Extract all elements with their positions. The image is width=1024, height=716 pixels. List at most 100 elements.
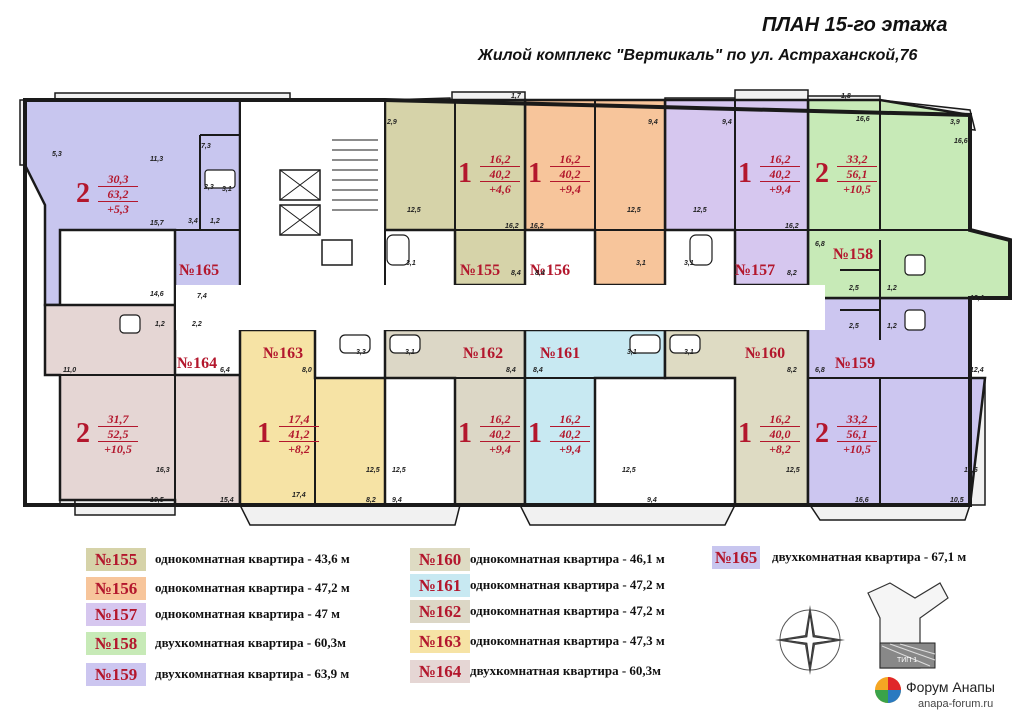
area-value: +9,4 [559,182,581,196]
apartment-label-156: №156 [530,262,571,279]
area-value: 40,2 [760,167,800,182]
exterior-wall [23,98,1012,507]
area-value: +9,4 [489,442,511,456]
rooms-count: 1 [458,418,472,449]
room-area-label: 17,4 [292,492,306,499]
area-value: +10,5 [843,442,871,456]
minimap-label: ТИП 1 [897,657,918,664]
area-value: 40,2 [480,427,520,442]
legend-swatch: №161 [410,574,470,597]
room-area-label: 9,4 [647,497,657,504]
room-area-label: 8,2 [366,497,376,504]
site-minimap [867,582,949,669]
area-value: 40,2 [550,167,590,182]
area-value: 31,7 [98,412,138,427]
room-area-label: 16,2 [505,223,519,230]
rooms-count: 1 [528,158,542,189]
room-area-label: 12,5 [366,467,380,474]
room-area-label: 6,8 [815,367,825,374]
room-area-label: 14,6 [150,291,164,298]
area-value: +8,2 [288,442,310,456]
area-value: 16,2 [480,152,520,167]
room-area-label: 12,5 [693,207,707,214]
page-title: ПЛАН 15-го этажа [762,14,948,36]
legend-row-2: №156 однокомнатная квартира - 47,2 м [86,577,426,601]
room-area-label: 12,5 [622,467,636,474]
legend-swatch: №159 [86,663,146,686]
room-area-label: 1,7 [511,93,521,100]
room-area-label: 6,4 [220,367,230,374]
room-area-label: 8,4 [506,367,516,374]
room-area-label: 8,0 [302,367,312,374]
room-area-label: 8,4 [533,367,543,374]
rooms-count: 1 [738,418,752,449]
room-area-label: 5,3 [52,151,62,158]
legend-swatch: №157 [86,603,146,626]
forum-logo-icon [875,677,901,703]
area-value: 16,2 [480,412,520,427]
room-area-label: 16,3 [156,467,170,474]
room-area-label: 2,5 [849,323,859,330]
room-area-label: 3,1 [636,260,646,267]
room-area-label: 2,9 [387,119,397,126]
area-value: 40,2 [550,427,590,442]
area-value: 16,2 [760,152,800,167]
apartment-label-165: №165 [179,262,220,279]
area-value: 56,1 [837,167,877,182]
legend-text: однокомнатная квартира - 46,1 м [470,551,665,566]
room-area-label: 3,1 [406,260,416,267]
room-area-label: 16,6 [855,497,869,504]
rooms-count: 1 [528,418,542,449]
legend-text: однокомнатная квартира - 47,2 м [155,580,350,595]
area-value: +9,4 [559,442,581,456]
area-value: 17,4 [279,412,319,427]
room-area-label: 12,5 [786,467,800,474]
room-area-label: 12,4 [970,367,984,374]
room-area-label: 10,5 [950,497,964,504]
legend-swatch: №160 [410,548,470,571]
area-value: 30,3 [98,172,138,187]
area-value: +5,3 [107,202,129,216]
rooms-count: 1 [738,158,752,189]
room-area-label: 7,4 [197,293,207,300]
apartment-label-163: №163 [263,345,304,362]
apartment-label-160: №160 [745,345,786,362]
area-value: 40,0 [760,427,800,442]
area-value: +10,5 [104,442,132,456]
room-area-label: 3,1 [684,349,694,356]
area-value: 56,1 [837,427,877,442]
area-value: +10,5 [843,182,871,196]
room-area-label: 6,8 [815,241,825,248]
room-area-label: 2,5 [849,285,859,292]
room-area-label: 8,4 [535,270,545,277]
legend-swatch: №156 [86,577,146,600]
room-area-label: 1,2 [887,323,897,330]
legend-text: двухкомнатная квартира - 67,1 м [772,549,967,564]
room-area-label: 16,2 [530,223,544,230]
apartment-label-164: №164 [177,355,218,372]
bathroom-fixtures [119,169,926,354]
legend-text: однокомнатная квартира - 47,3 м [470,633,665,648]
legend-text: двухкомнатная квартира - 60,3м [155,635,347,650]
watermark-title: Форум Анапы [906,679,995,695]
rooms-count: 1 [458,158,472,189]
area-value: +8,2 [769,442,791,456]
room-area-label: 12,5 [407,207,421,214]
room-area-label: 11,3 [150,156,164,163]
legend-swatch: №162 [410,600,470,623]
room-area-label: 3,1 [684,260,694,267]
room-area-label: 16,6 [856,116,870,123]
